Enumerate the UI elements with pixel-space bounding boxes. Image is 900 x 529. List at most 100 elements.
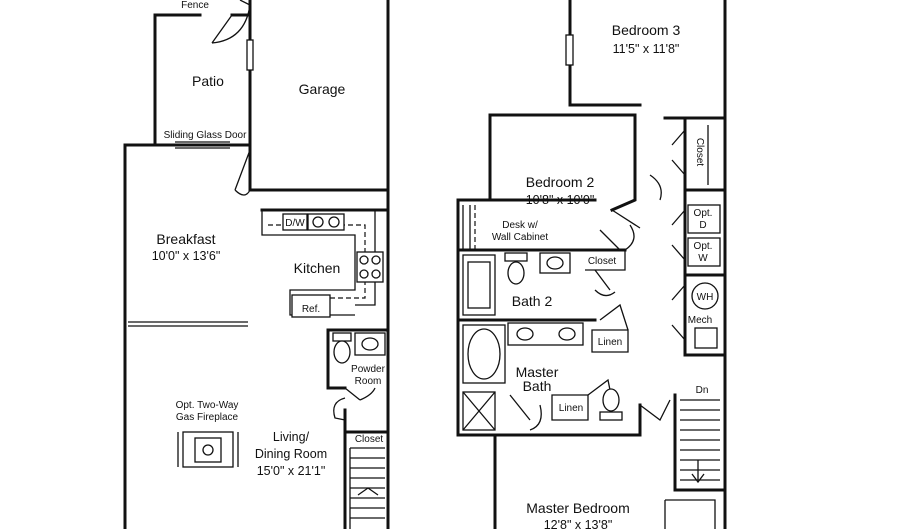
closet-door [333,397,346,421]
bedroom2-label: Bedroom 2 [526,174,595,190]
patio-label: Patio [192,73,224,89]
water-heater [691,282,719,310]
bedroom2-door [611,174,662,229]
living-label-1: Living/ [273,430,310,444]
linen-lower [551,394,589,421]
bedroom3-size: 11'5" x 11'8" [613,42,680,56]
bath2-toilet-tank [504,252,528,262]
linen-upper [591,329,629,353]
stairs-down [680,399,720,481]
garage-wall [248,148,390,192]
sliding-glass-door [175,141,230,149]
fireplace-label-1: Opt. Two-Way [176,400,239,411]
right-closet-label: Closet [694,138,705,167]
stair-box [664,499,716,529]
stair-arrow-down [691,460,705,484]
desk-label-2: Wall Cabinet [492,232,549,243]
closet-wall [343,408,390,529]
burner [359,255,369,265]
breakfast-label: Breakfast [156,231,215,247]
linen-upper-door [599,303,629,331]
powder-door [344,387,376,401]
refrigerator [291,294,331,318]
garage-label: Garage [299,81,346,97]
fireplace-hearth [177,432,239,467]
linen-upper-label: Linen [598,337,622,348]
bed2-closet-label: Closet [588,256,617,267]
bath2-tub-inner [467,261,491,309]
sink-bowl-right [328,216,340,228]
master-shower-x [462,391,496,431]
master-bedroom-size: 12'8" x 13'8" [544,518,613,529]
fireplace-center [202,444,214,456]
bedroom3-wall [568,103,727,120]
opt-d-label-1: Opt. [694,208,713,219]
mech-unit [694,327,718,349]
sink [307,213,345,231]
toilet-room-door [639,399,671,421]
powder-room-wall [326,328,390,529]
kitchen-counter [261,210,376,316]
master-toilet-bowl [602,388,620,412]
garage-side-door [246,39,254,71]
stair-wall [673,393,727,492]
powder-room-label-2: Room [355,376,382,387]
living-size: 15'0" x 21'1" [257,464,326,478]
opt-d-label-2: D [699,220,706,231]
bed2-closet [585,249,626,271]
opt-washer [687,237,721,267]
bath2-toilet-bowl [507,261,525,285]
range [356,251,384,283]
bedroom3-label: Bedroom 3 [612,22,681,38]
master-bath-label-2: Bath [523,378,552,394]
first-floor-outer-wall [123,0,390,529]
master-bath-wall [456,403,642,437]
wh-label: WH [697,292,714,303]
first-floor [123,0,390,529]
refrigerator-label: Ref. [302,304,320,315]
sliding-door-label: Sliding Glass Door [164,130,247,141]
dn-label: Dn [696,385,709,396]
bed2-closet-door [599,224,635,251]
bedroom2-wall [488,113,637,212]
powder-toilet-tank [332,332,352,342]
bedroom2-size: 10'8" x 10'0" [526,193,595,207]
closet-label: Closet [355,434,384,445]
master-bedroom-label: Master Bedroom [526,500,629,516]
stair-arrow [357,487,379,496]
mech-wall [683,273,727,357]
master-bath-door [509,394,542,431]
fireplace-label-2: Gas Fireplace [176,412,239,423]
fence-label: Fence [181,0,209,11]
breakfast-size: 10'0" x 13'6" [152,249,221,263]
powder-toilet-bowl [333,340,351,364]
right-closet-door [671,129,686,176]
master-sink-left [516,327,534,341]
bath2-label: Bath 2 [512,293,553,309]
burner [371,255,381,265]
fireplace-firebox [194,437,222,463]
dishwasher-label: D/W [285,218,305,229]
master-bath-label-1: Master [516,364,559,380]
living-label-2: Dining Room [255,447,327,461]
bath2-door [594,269,616,297]
burner [359,269,369,279]
opt-w-label-2: W [698,253,708,264]
kitchen-label: Kitchen [294,260,341,276]
bath2-vanity [539,252,571,274]
powder-vanity [354,332,386,356]
desk-label-1: Desk w/ [502,220,538,231]
master-toilet-tank [599,411,623,421]
master-sink-right [558,327,576,341]
mech-door [671,284,686,341]
fence-gate [211,0,251,44]
opt-dryer [687,204,721,234]
desk [462,205,471,250]
mech-label: Mech [688,315,712,326]
laundry-door [671,209,686,261]
powder-room-label-1: Powder [351,364,386,375]
master-tub [462,324,506,384]
burner [371,269,381,279]
bath2-sink [546,256,564,270]
